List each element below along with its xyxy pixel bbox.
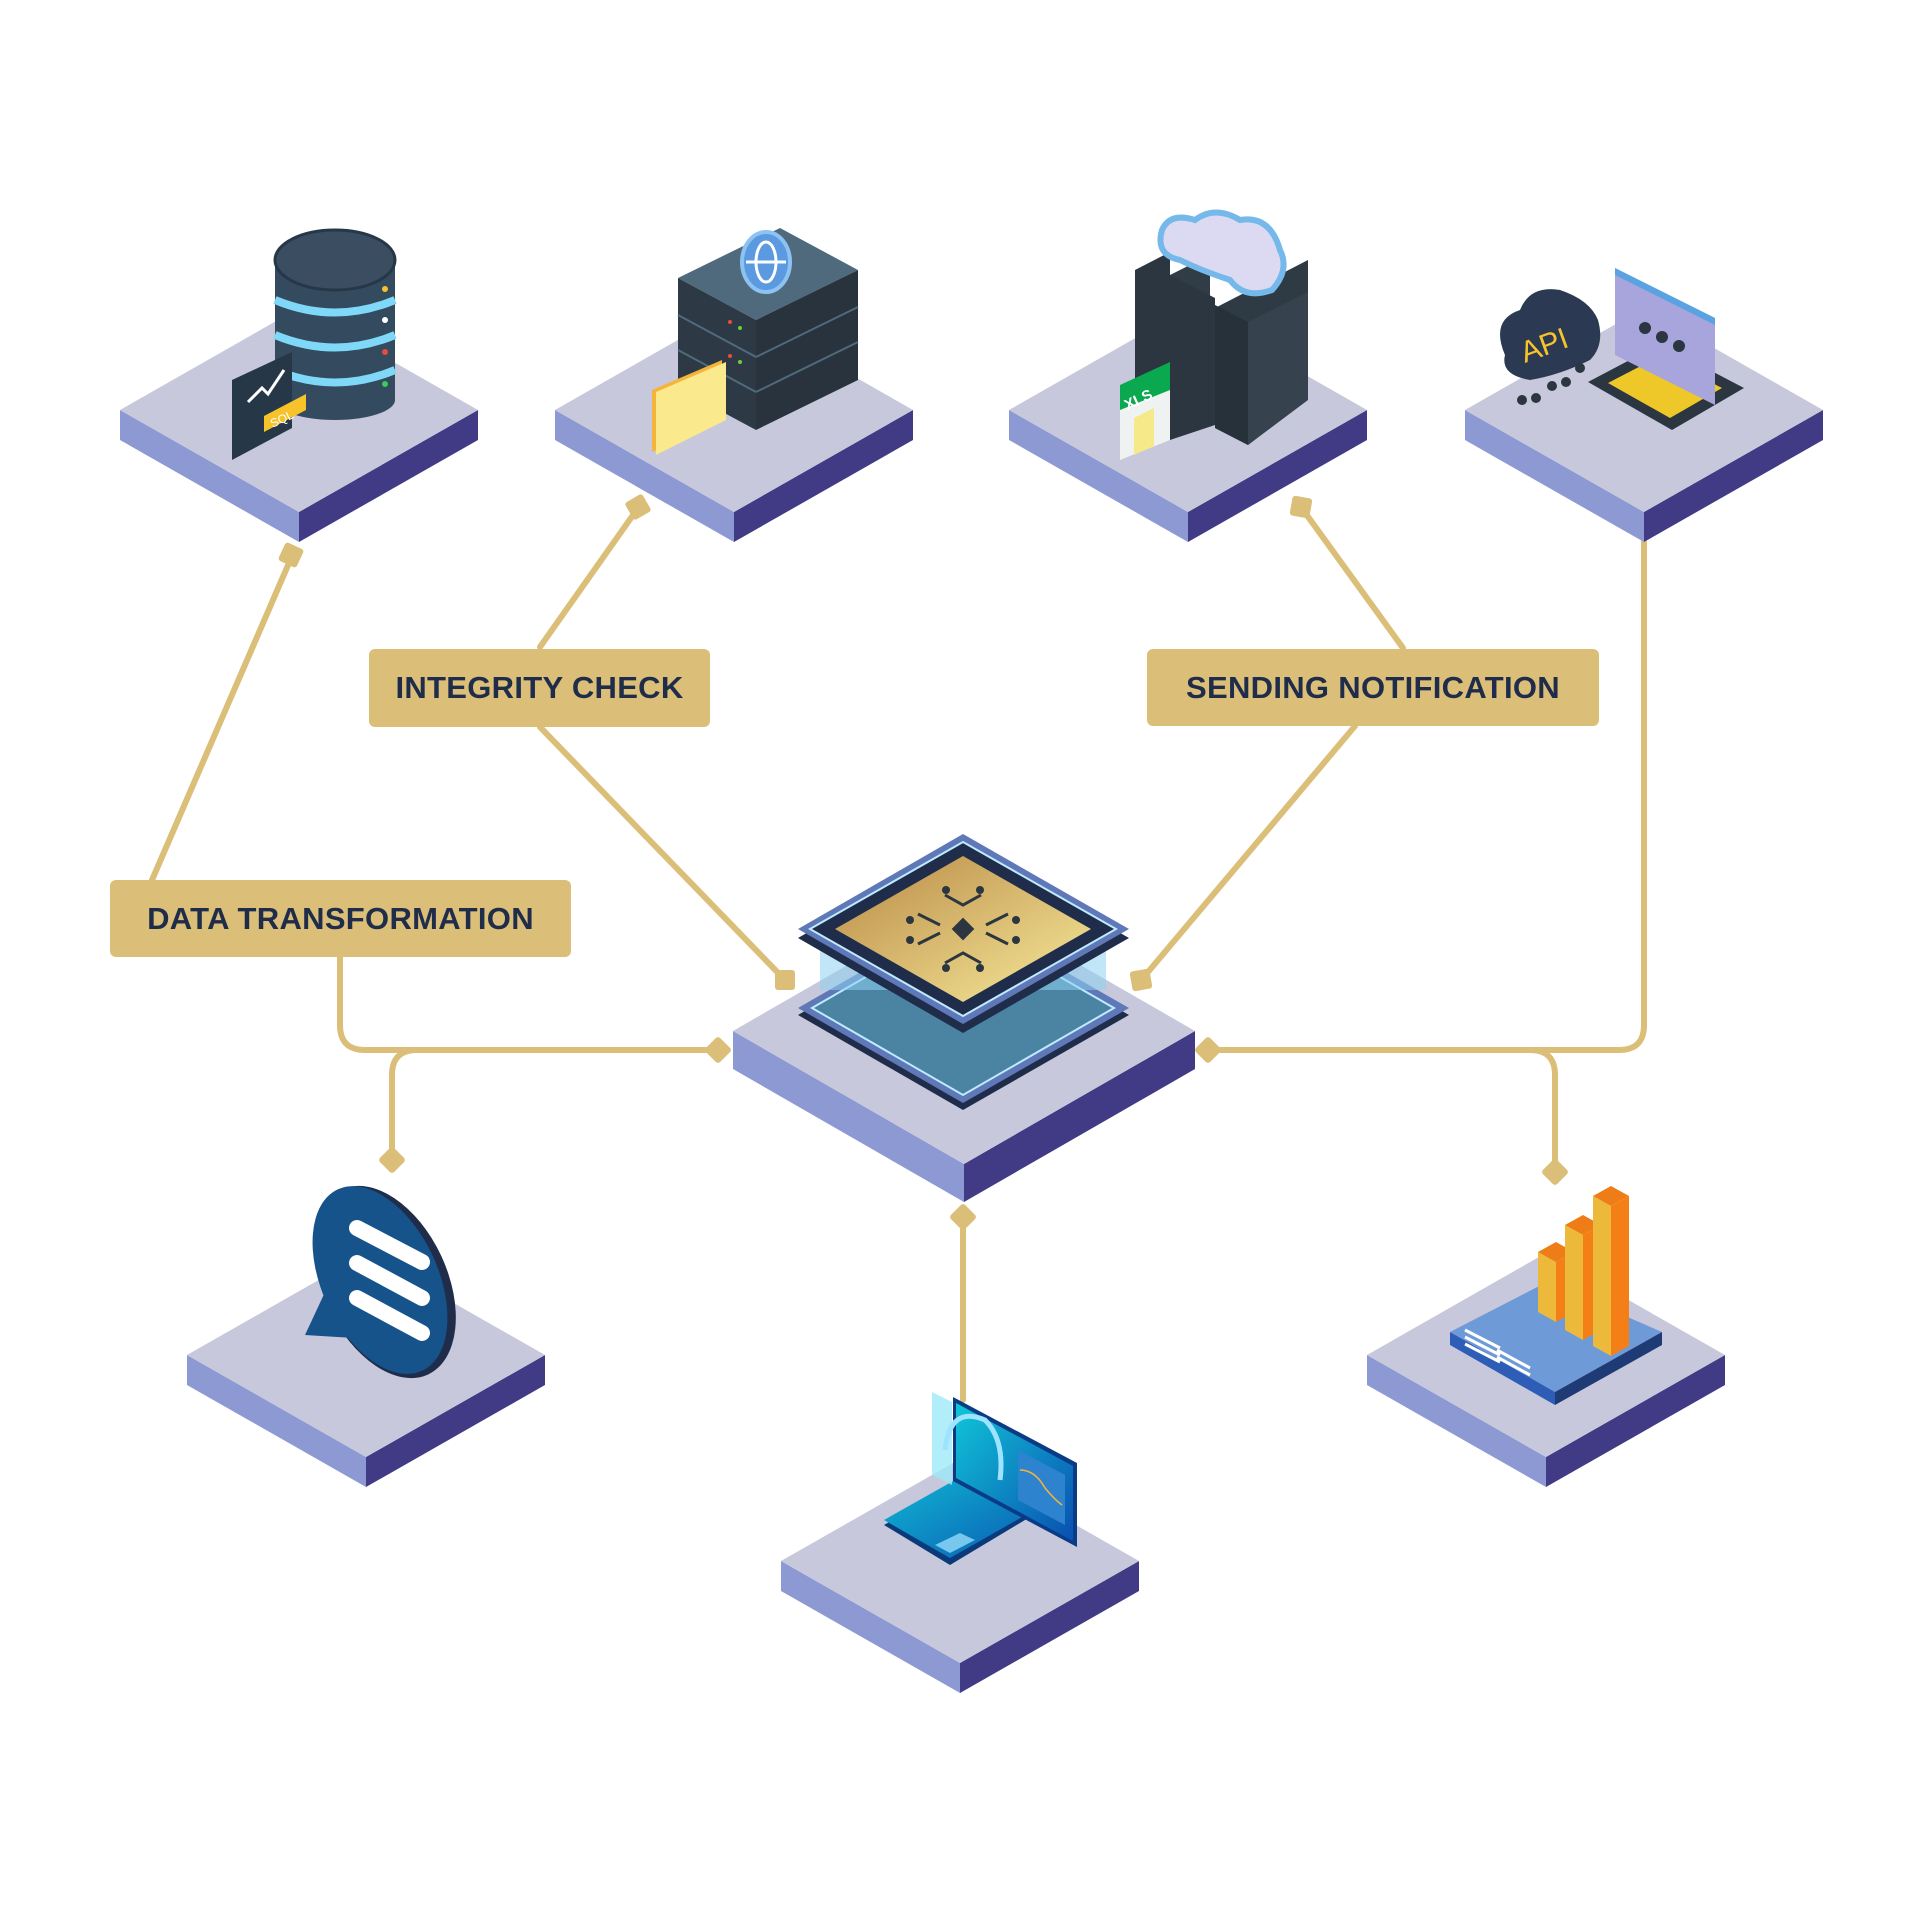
platform-web-server-right-face — [734, 410, 913, 542]
connector-node — [379, 1147, 405, 1173]
sending-notification-label: SENDING NOTIFICATION — [1147, 649, 1599, 726]
server-globe-folder-icon — [652, 228, 859, 455]
platform-web-server-left-face — [555, 410, 734, 542]
platform-api-chip-right-face — [1644, 410, 1823, 542]
connectors — [149, 504, 1647, 1403]
chat-bubble-icon — [305, 1185, 456, 1379]
platform-analytics-right-face — [1546, 1355, 1725, 1487]
cloud-server-xls-icon: XLS — [1120, 209, 1308, 460]
platform-sql-database-left-face — [120, 410, 299, 542]
database-sql-icon: SQL — [232, 228, 397, 460]
platform-central-processor-right-face — [964, 1031, 1195, 1202]
connector-to-analytics — [1527, 1047, 1558, 1168]
platform-sql-database-right-face — [299, 410, 478, 542]
connector-node — [775, 970, 795, 990]
connector-integrity-to-server — [537, 505, 641, 650]
platform-central-processor-left-face — [733, 1031, 964, 1202]
connector-transform-to-center — [337, 954, 721, 1053]
connector-nodes — [278, 494, 1568, 1230]
platform-laptop-left-face — [781, 1561, 960, 1693]
integrity-check-label: INTEGRITY CHECK — [369, 649, 710, 727]
platform-analytics-left-face — [1367, 1355, 1546, 1487]
platform-chat-right-face — [366, 1355, 545, 1487]
connector-sending-to-center — [1140, 723, 1358, 981]
connector-node — [625, 494, 651, 520]
connector-api-to-center — [1205, 539, 1647, 1053]
platform-api-chip-left-face — [1465, 410, 1644, 542]
connector-sending-to-cloud — [1298, 504, 1406, 651]
api-cloud-chip-icon: API — [1500, 268, 1744, 430]
connector-node — [950, 1204, 976, 1230]
connector-node — [1195, 1037, 1221, 1063]
bar-chart-icon — [1450, 1186, 1662, 1405]
platform-cloud-servers-right-face — [1188, 410, 1367, 542]
connector-node — [1289, 495, 1313, 519]
platform-laptop-right-face — [960, 1561, 1139, 1693]
connector-node — [278, 542, 304, 568]
cpu-chip-icon — [798, 834, 1129, 1110]
connector-to-chat — [389, 1047, 420, 1163]
connector-database — [149, 553, 295, 883]
connector-node — [1542, 1159, 1568, 1185]
connector-node — [1129, 968, 1153, 992]
connector-node — [705, 1037, 731, 1063]
platform-chat-left-face — [187, 1355, 366, 1487]
laptop-dashboard-icon — [884, 1392, 1077, 1565]
connector-integrity-to-center — [537, 724, 786, 981]
data-transformation-label: DATA TRANSFORMATION — [110, 880, 571, 957]
platform-cloud-servers-left-face — [1009, 410, 1188, 542]
